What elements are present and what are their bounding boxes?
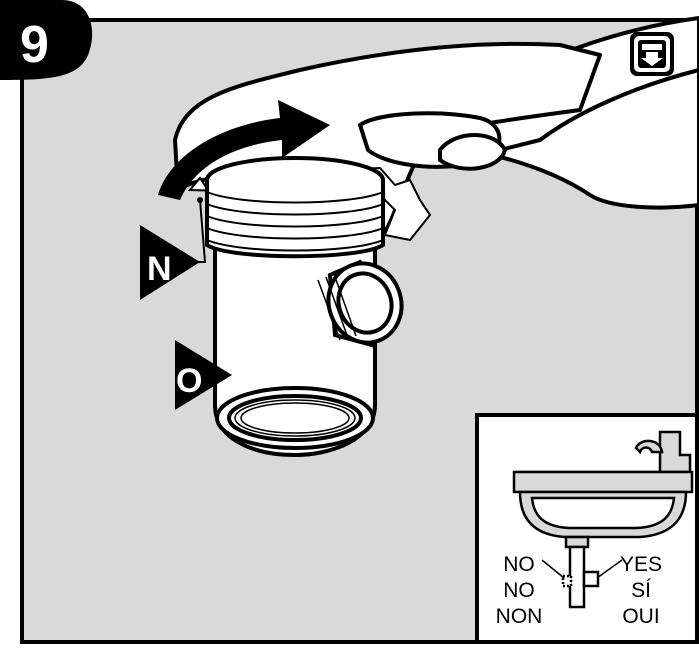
inset-no-label-3: NON <box>496 605 543 628</box>
wrench-illustration <box>173 16 699 242</box>
inset-no-pointer <box>541 559 565 579</box>
inset-no-label-2: NO <box>503 579 535 602</box>
inset-yes-pointer <box>596 559 623 579</box>
step-number: 9 <box>20 16 49 74</box>
inset-no-label-1: NO <box>503 553 535 576</box>
step-badge: 9 <box>0 0 93 80</box>
inset-panel: NO NO NON YES SÍ OUI <box>475 413 699 644</box>
rotation-arrow <box>158 100 330 200</box>
inset-yes-label-3: OUI <box>622 605 659 628</box>
callout-o: O <box>175 340 232 410</box>
callout-n-label: N <box>147 250 172 288</box>
water-shutoff-icon <box>630 32 674 76</box>
tee-fitting <box>205 156 404 458</box>
inset-yes-label-2: SÍ <box>631 579 651 602</box>
callout-n: N <box>140 225 200 300</box>
inset-yes-label-1: YES <box>620 553 662 576</box>
sink-illustration <box>512 430 694 609</box>
callout-o-label: O <box>176 362 202 400</box>
